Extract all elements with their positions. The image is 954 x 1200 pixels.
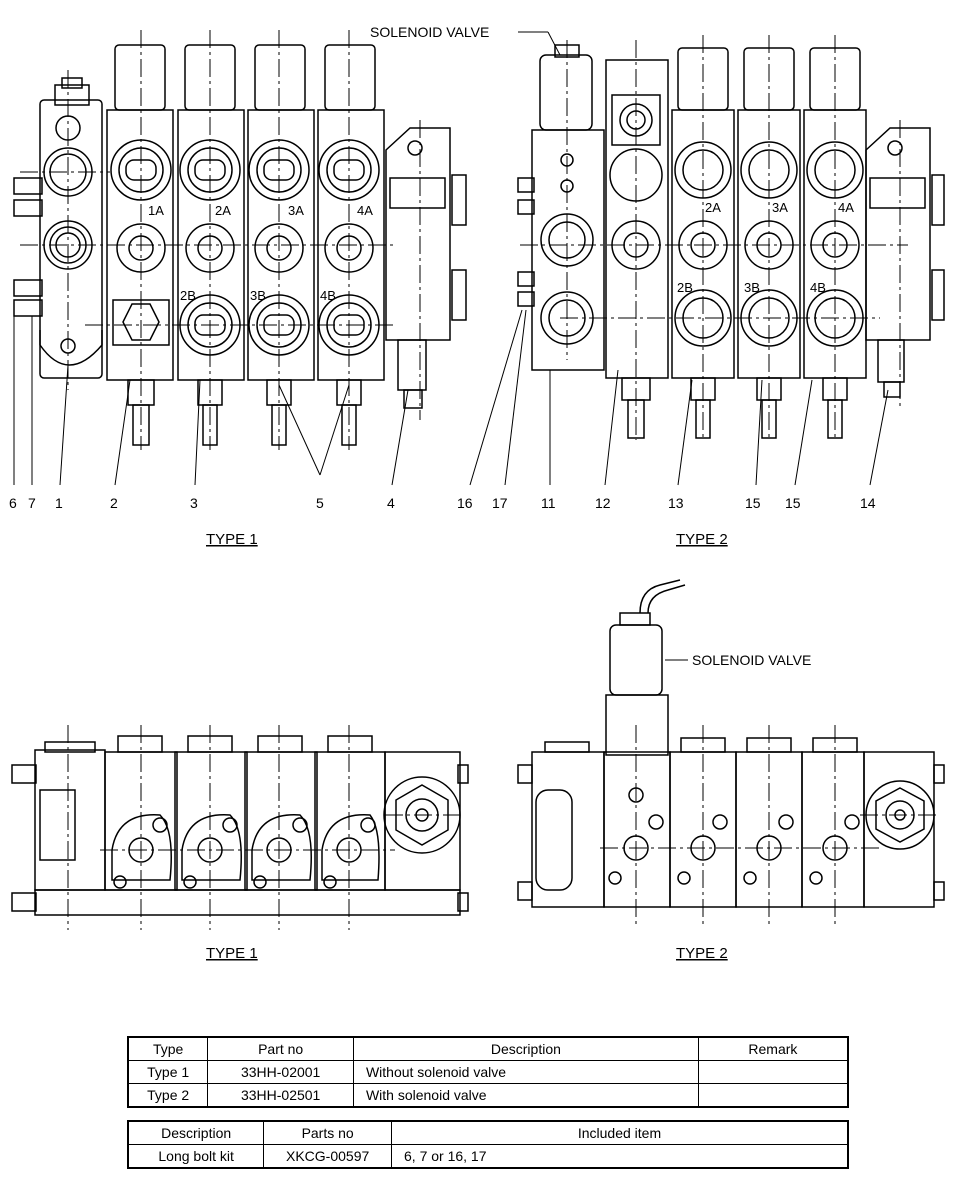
port-label-3a: 3A bbox=[288, 203, 304, 218]
callout-12: 12 bbox=[595, 495, 611, 511]
table-header-part-no: Part no bbox=[207, 1036, 354, 1061]
port-label-1a: 1A bbox=[148, 203, 164, 218]
callout-2: 2 bbox=[110, 495, 118, 511]
table-header-description: Description bbox=[127, 1120, 265, 1145]
port-label-4a: 4A bbox=[357, 203, 373, 218]
table-header-row: Description Parts no Included item bbox=[127, 1120, 849, 1145]
table-header-description: Description bbox=[352, 1036, 699, 1061]
callout-3: 3 bbox=[190, 495, 198, 511]
table-cell-part-no: 33HH-02001 bbox=[207, 1060, 354, 1084]
callout-15-a: 15 bbox=[745, 495, 761, 511]
type1-bottom-title: TYPE 1 bbox=[206, 945, 258, 962]
callout-5: 5 bbox=[316, 495, 324, 511]
callout-16: 16 bbox=[457, 495, 473, 511]
port-label-2a: 2A bbox=[215, 203, 231, 218]
solenoid-valve-label-bottom: SOLENOID VALVE bbox=[692, 652, 811, 668]
table-row: Type 1 33HH-02001 Without solenoid valve bbox=[127, 1060, 849, 1084]
callout-4: 4 bbox=[387, 495, 395, 511]
callout-15-b: 15 bbox=[785, 495, 801, 511]
table-cell-remark bbox=[697, 1060, 849, 1084]
table-cell-parts-no: XKCG-00597 bbox=[263, 1144, 392, 1169]
table-cell-description: With solenoid valve bbox=[352, 1083, 699, 1108]
callout-17: 17 bbox=[492, 495, 508, 511]
callout-1: 1 bbox=[55, 495, 63, 511]
part-number-table: Type Part no Description Remark Type 1 3… bbox=[127, 1036, 849, 1108]
port-label-3b: 3B bbox=[250, 288, 266, 303]
table-header-included-item: Included item bbox=[391, 1120, 849, 1145]
callout-13: 13 bbox=[668, 495, 684, 511]
table-cell-description: Long bolt kit bbox=[127, 1144, 265, 1169]
port-label-t2-4b: 4B bbox=[810, 280, 826, 295]
type2-side-view bbox=[517, 579, 945, 925]
table-cell-description: Without solenoid valve bbox=[352, 1060, 699, 1084]
type2-top-title: TYPE 2 bbox=[676, 531, 728, 548]
table-cell-included-item: 6, 7 or 16, 17 bbox=[391, 1144, 849, 1169]
callout-11: 11 bbox=[541, 495, 556, 511]
port-label-2b: 2B bbox=[180, 288, 196, 303]
type2-top-view bbox=[469, 31, 945, 486]
table-row: Long bolt kit XKCG-00597 6, 7 or 16, 17 bbox=[127, 1144, 849, 1169]
table-cell-remark bbox=[697, 1083, 849, 1108]
type2-bottom-title: TYPE 2 bbox=[676, 945, 728, 962]
solenoid-valve-label-top: SOLENOID VALVE bbox=[370, 24, 489, 40]
table-cell-type: Type 1 bbox=[127, 1060, 209, 1084]
table-header-parts-no: Parts no bbox=[263, 1120, 392, 1145]
callout-6: 6 bbox=[9, 495, 17, 511]
table-header-row: Type Part no Description Remark bbox=[127, 1036, 849, 1061]
type1-top-view bbox=[13, 30, 467, 486]
port-label-t2-2b: 2B bbox=[677, 280, 693, 295]
port-label-4b: 4B bbox=[320, 288, 336, 303]
table-row: Type 2 33HH-02501 With solenoid valve bbox=[127, 1083, 849, 1108]
type1-side-view bbox=[11, 725, 469, 930]
callout-7: 7 bbox=[28, 495, 36, 511]
port-label-t2-3a: 3A bbox=[772, 200, 788, 215]
bolt-kit-table: Description Parts no Included item Long … bbox=[127, 1120, 849, 1169]
port-label-t2-3b: 3B bbox=[744, 280, 760, 295]
table-header-type: Type bbox=[127, 1036, 209, 1061]
table-cell-part-no: 33HH-02501 bbox=[207, 1083, 354, 1108]
table-header-remark: Remark bbox=[697, 1036, 849, 1061]
callout-14: 14 bbox=[860, 495, 876, 511]
port-label-t2-2a: 2A bbox=[705, 200, 721, 215]
type1-top-title: TYPE 1 bbox=[206, 531, 258, 548]
table-cell-type: Type 2 bbox=[127, 1083, 209, 1108]
port-label-t2-4a: 4A bbox=[838, 200, 854, 215]
